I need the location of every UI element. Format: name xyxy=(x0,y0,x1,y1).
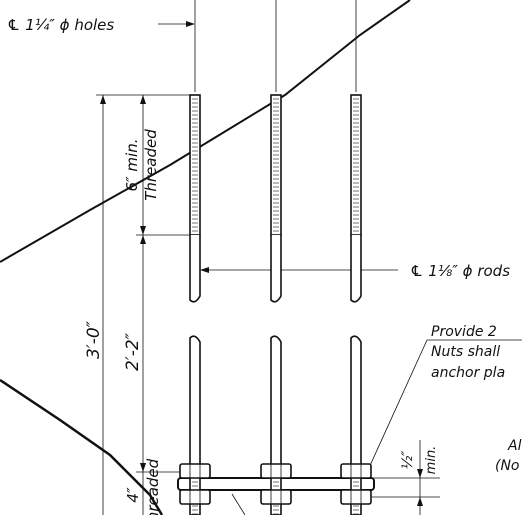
holes-leader-arrowhead xyxy=(186,21,195,27)
rod-lower-section xyxy=(350,335,362,469)
hex-nut xyxy=(260,463,292,479)
min-bottom-label: min. xyxy=(424,446,439,475)
mid-dimension-label: 2′-2″ xyxy=(123,332,143,371)
dimension-arrowhead xyxy=(140,463,146,472)
rod-threaded-section xyxy=(189,94,201,236)
rod-threaded-section xyxy=(270,94,282,236)
dimension-arrowhead xyxy=(140,226,146,235)
rod-lower-section xyxy=(270,335,282,469)
dimension-arrowhead xyxy=(140,235,146,244)
hex-nut xyxy=(340,463,372,479)
rod-threaded-section xyxy=(350,94,362,236)
hex-nut xyxy=(179,463,211,479)
hex-nut xyxy=(260,489,292,505)
plate-leader xyxy=(231,493,246,515)
rods-label: ℄ 1⅛″ ϕ rods xyxy=(410,262,510,280)
anchor-label: anchor pla xyxy=(431,365,505,381)
rod-lower-section xyxy=(189,335,201,469)
threaded-bottom-label: hreaded xyxy=(144,458,162,515)
min-top-label: 6″ min. xyxy=(123,139,141,192)
rods-leader-arrowhead xyxy=(200,267,209,273)
dimension-arrowhead xyxy=(100,95,106,104)
rod-plain-section xyxy=(350,235,362,303)
al-label: Al xyxy=(507,438,522,454)
provide-leader xyxy=(367,339,428,471)
hex-nut xyxy=(179,489,211,505)
lower-slope-line xyxy=(0,378,164,515)
half-inch-label: ½″ xyxy=(400,450,416,470)
rod-plain-section xyxy=(189,235,201,303)
total-dimension-label: 3′-0″ xyxy=(84,320,104,359)
no-label: (No xyxy=(495,458,520,474)
dimension-arrowhead xyxy=(417,469,423,478)
threaded-top-label: Threaded xyxy=(142,129,160,201)
slope-line xyxy=(0,0,411,263)
four-inch-label: 4″ xyxy=(124,487,142,503)
rod-plain-section xyxy=(270,235,282,303)
nuts-label: Nuts shall xyxy=(431,344,500,360)
provide-label: Provide 2 xyxy=(431,324,497,340)
dimension-arrowhead xyxy=(417,497,423,506)
hex-nut xyxy=(340,489,372,505)
holes-label: ℄ 1¼″ ϕ holes xyxy=(7,16,114,34)
dimension-arrowhead xyxy=(140,95,146,104)
